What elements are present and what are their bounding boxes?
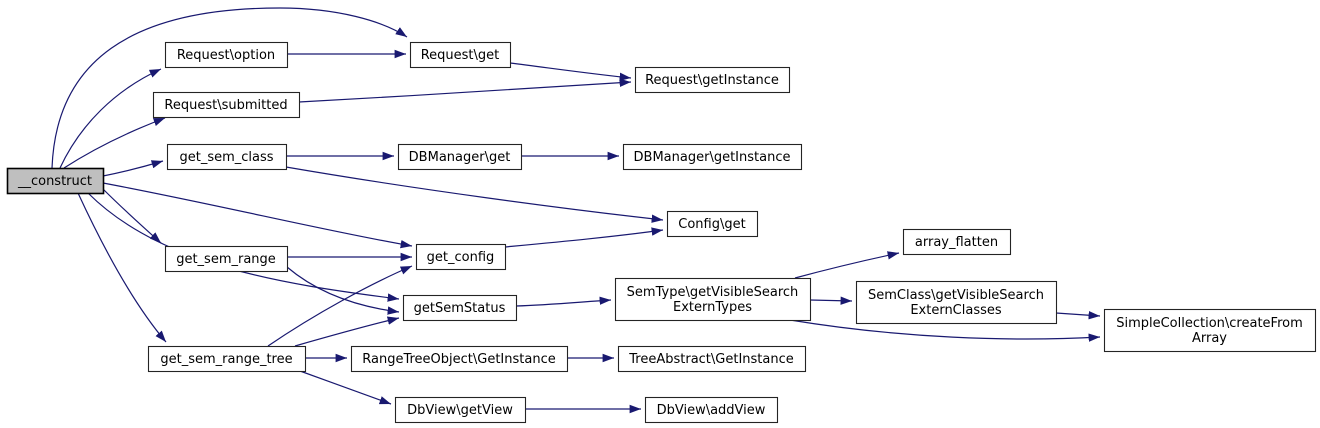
node-construct[interactable]: __construct <box>6 167 105 195</box>
node-label: TreeAbstract\GetInstance <box>628 352 794 367</box>
node-dbm_get[interactable]: DBManager\get <box>397 143 523 171</box>
node-box <box>617 345 807 373</box>
edge-getsemstatus-to-semtype <box>515 296 612 307</box>
edge-construct-to-tree <box>77 192 167 343</box>
node-box <box>147 345 307 373</box>
node-box <box>164 245 289 273</box>
edges-layer <box>51 7 1101 414</box>
node-treeabstract[interactable]: TreeAbstract\GetInstance <box>617 345 807 373</box>
edge-semtype-to-array_flatten <box>794 251 900 279</box>
edge-get_sem_range-to-getsemstatus <box>286 266 400 315</box>
node-box <box>666 210 759 238</box>
edge-construct-to-get_config <box>102 182 413 249</box>
node-box <box>855 280 1058 325</box>
node-box <box>622 143 803 171</box>
node-label: DBManager\get <box>409 150 511 165</box>
edge-semclass-to-simplecollection <box>1055 311 1101 320</box>
edge-construct-to-get_sem_range <box>102 188 162 244</box>
node-label: array_flatten <box>915 235 998 250</box>
node-req_option[interactable]: Request\option <box>164 41 289 69</box>
node-req_getinstance[interactable]: Request\getInstance <box>634 66 791 94</box>
node-label: Request\option <box>177 48 275 63</box>
node-box <box>902 228 1012 256</box>
node-getsemstatus[interactable]: getSemStatus <box>402 294 518 322</box>
node-label: DbView\getView <box>407 403 513 418</box>
edge-semtype-to-simplecollection <box>789 319 1101 342</box>
edge-get_config-to-config_get <box>504 227 664 248</box>
node-array_flatten[interactable]: array_flatten <box>902 228 1012 256</box>
edge-construct-to-get_sem_class <box>102 160 164 177</box>
node-label: get_sem_range_tree <box>160 352 292 367</box>
node-dbview_addview[interactable]: DbView\addView <box>644 396 779 424</box>
edge-req_get-to-req_getinstance <box>509 62 632 82</box>
edge-construct-to-req_get <box>51 7 408 169</box>
edge-tree-to-get_config <box>267 265 413 347</box>
node-box <box>152 91 301 119</box>
node-box <box>350 345 569 373</box>
node-box <box>415 243 507 271</box>
node-get_sem_range[interactable]: get_sem_range <box>164 245 289 273</box>
node-label: get_sem_range <box>176 252 276 267</box>
node-label: DbView\addView <box>657 403 766 418</box>
node-box <box>6 167 105 195</box>
node-box <box>394 396 527 424</box>
edge-get_sem_class-to-config_get <box>285 166 664 223</box>
node-label: getSemStatus <box>414 301 506 316</box>
node-label: Request\getInstance <box>645 73 779 88</box>
node-label: DBManager\getInstance <box>634 150 791 165</box>
node-box <box>1103 308 1317 353</box>
node-box <box>397 143 523 171</box>
node-label: __construct <box>17 174 92 189</box>
edge-req_submitted-to-req_getinstance <box>298 78 632 103</box>
node-get_config[interactable]: get_config <box>415 243 507 271</box>
node-box <box>166 143 288 171</box>
edge-construct-to-req_option <box>59 68 162 169</box>
node-tree[interactable]: get_sem_range_tree <box>147 345 307 373</box>
node-label: Request\get <box>421 48 500 63</box>
node-box <box>402 294 518 322</box>
node-label: get_config <box>427 250 495 265</box>
node-label: get_sem_class <box>179 150 273 165</box>
node-dbm_getinstance[interactable]: DBManager\getInstance <box>622 143 803 171</box>
nodes-layer: __construct Request\option Request\getRequ… <box>6 41 1317 424</box>
node-dbview_getview[interactable]: DbView\getView <box>394 396 527 424</box>
node-box <box>614 277 812 322</box>
node-box <box>644 396 779 424</box>
node-req_get[interactable]: Request\get <box>409 41 512 69</box>
edge-semtype-to-semclass <box>809 296 853 305</box>
node-label: Config\get <box>678 217 745 232</box>
edge-tree-to-getsemstatus <box>294 316 400 347</box>
node-get_sem_class[interactable]: get_sem_class <box>166 143 288 171</box>
node-box <box>634 66 791 94</box>
node-req_submitted[interactable]: Request\submitted <box>152 91 301 119</box>
node-rangetreeobject[interactable]: RangeTreeObject\GetInstance <box>350 345 569 373</box>
edge-tree-to-dbview_getview <box>299 370 392 405</box>
node-label: Request\submitted <box>164 98 287 113</box>
node-box <box>164 41 289 69</box>
node-box <box>409 41 512 69</box>
edge-construct-to-req_submitted <box>63 117 166 169</box>
node-label: RangeTreeObject\GetInstance <box>362 352 555 367</box>
node-config_get[interactable]: Config\get <box>666 210 759 238</box>
